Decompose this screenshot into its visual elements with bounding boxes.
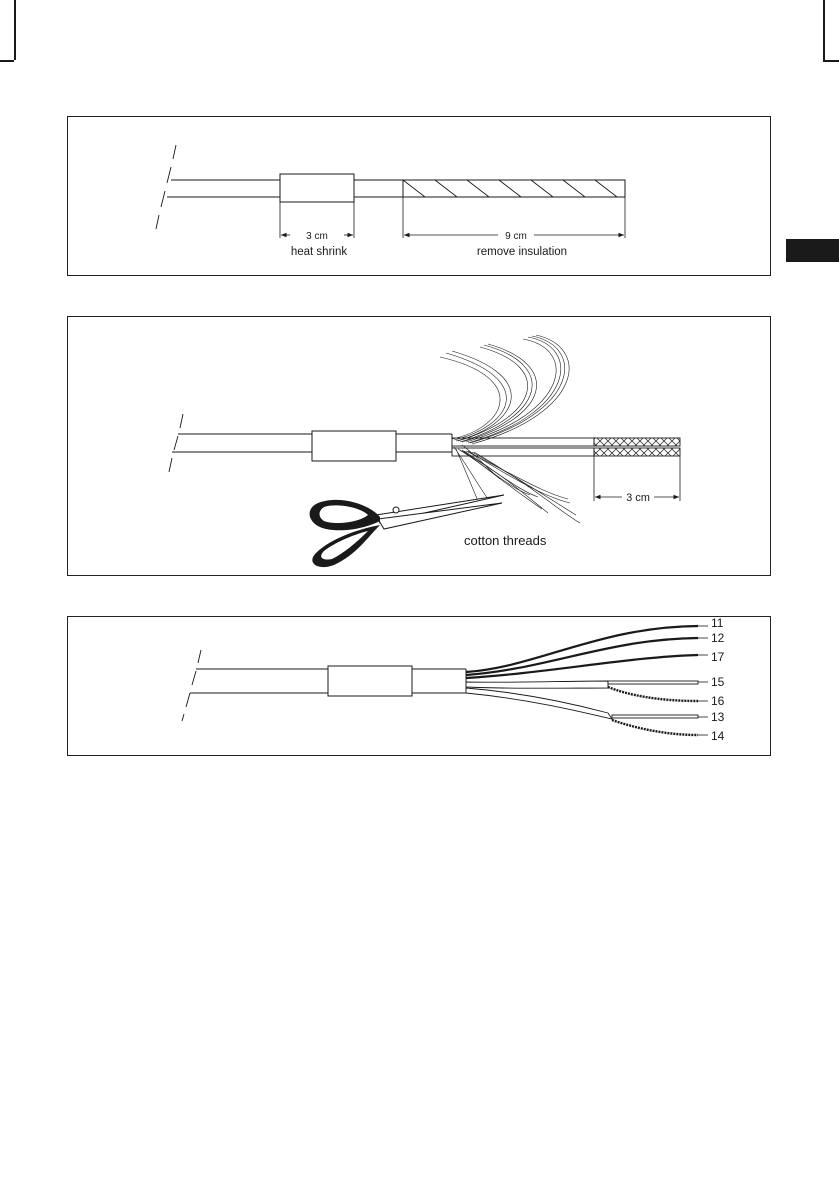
- dimension-braid-value: 3 cm: [626, 492, 650, 504]
- crop-mark-top-left-horizontal: [0, 60, 14, 62]
- step-1-drawing: 3 cm heat shrink 9 cm remove insulation: [68, 117, 772, 277]
- inner-cores: [452, 438, 594, 456]
- heat-shrink-sleeve: [280, 174, 354, 202]
- section-tab-marker: [786, 239, 839, 262]
- crop-mark-top-right-vertical: [823, 0, 825, 60]
- cable-break-line: [169, 414, 183, 472]
- heat-shrink-sleeve: [312, 431, 396, 461]
- core-pair-upper: [466, 681, 698, 688]
- cable-break-line: [182, 650, 201, 721]
- braided-shield: [594, 438, 680, 456]
- wire-16-shield: [608, 687, 698, 701]
- cable-break-line: [156, 145, 176, 229]
- heat-shrink-label: heat shrink: [291, 246, 348, 258]
- scissors-icon: [310, 495, 504, 567]
- core-pair-lower: [466, 688, 698, 719]
- step-2-drawing: 3 cm cotton threads: [68, 317, 772, 577]
- wire-labels: 11 12 17 15 16 13 14: [711, 616, 725, 743]
- wire-label-13: 13: [711, 710, 725, 724]
- cotton-threads-label: cotton threads: [464, 533, 547, 548]
- wire-14-shield: [612, 720, 698, 735]
- crop-mark-top-right-horizontal: [823, 60, 839, 62]
- wire-label-16: 16: [711, 694, 725, 708]
- cotton-threads: [440, 335, 580, 523]
- wire-label-17: 17: [711, 650, 725, 664]
- step-3-drawing: 11 12 17 15 16 13 14: [68, 617, 772, 757]
- heat-shrink-sleeve: [328, 666, 412, 696]
- dimension-guides: [280, 197, 625, 238]
- wire-label-12: 12: [711, 631, 725, 645]
- dimension-heat-shrink: 3 cm: [281, 231, 353, 242]
- wire-label-leaders: [698, 626, 708, 735]
- panel-step-2: 3 cm cotton threads: [67, 316, 771, 576]
- wire-label-11: 11: [711, 616, 724, 630]
- panel-step-1: 3 cm heat shrink 9 cm remove insulation: [67, 116, 771, 276]
- panel-step-3: 11 12 17 15 16 13 14: [67, 616, 771, 756]
- wire-label-15: 15: [711, 675, 725, 689]
- dimension-braid: 3 cm: [595, 492, 679, 504]
- dimension-heat-shrink-value: 3 cm: [306, 231, 328, 242]
- dimension-insulation-value: 9 cm: [505, 231, 527, 242]
- insulation-section-hatched: [403, 180, 625, 197]
- remove-insulation-label: remove insulation: [477, 246, 567, 258]
- crop-mark-top-left-vertical: [14, 0, 16, 60]
- dimension-insulation: 9 cm: [404, 231, 624, 242]
- wire-label-14: 14: [711, 729, 725, 743]
